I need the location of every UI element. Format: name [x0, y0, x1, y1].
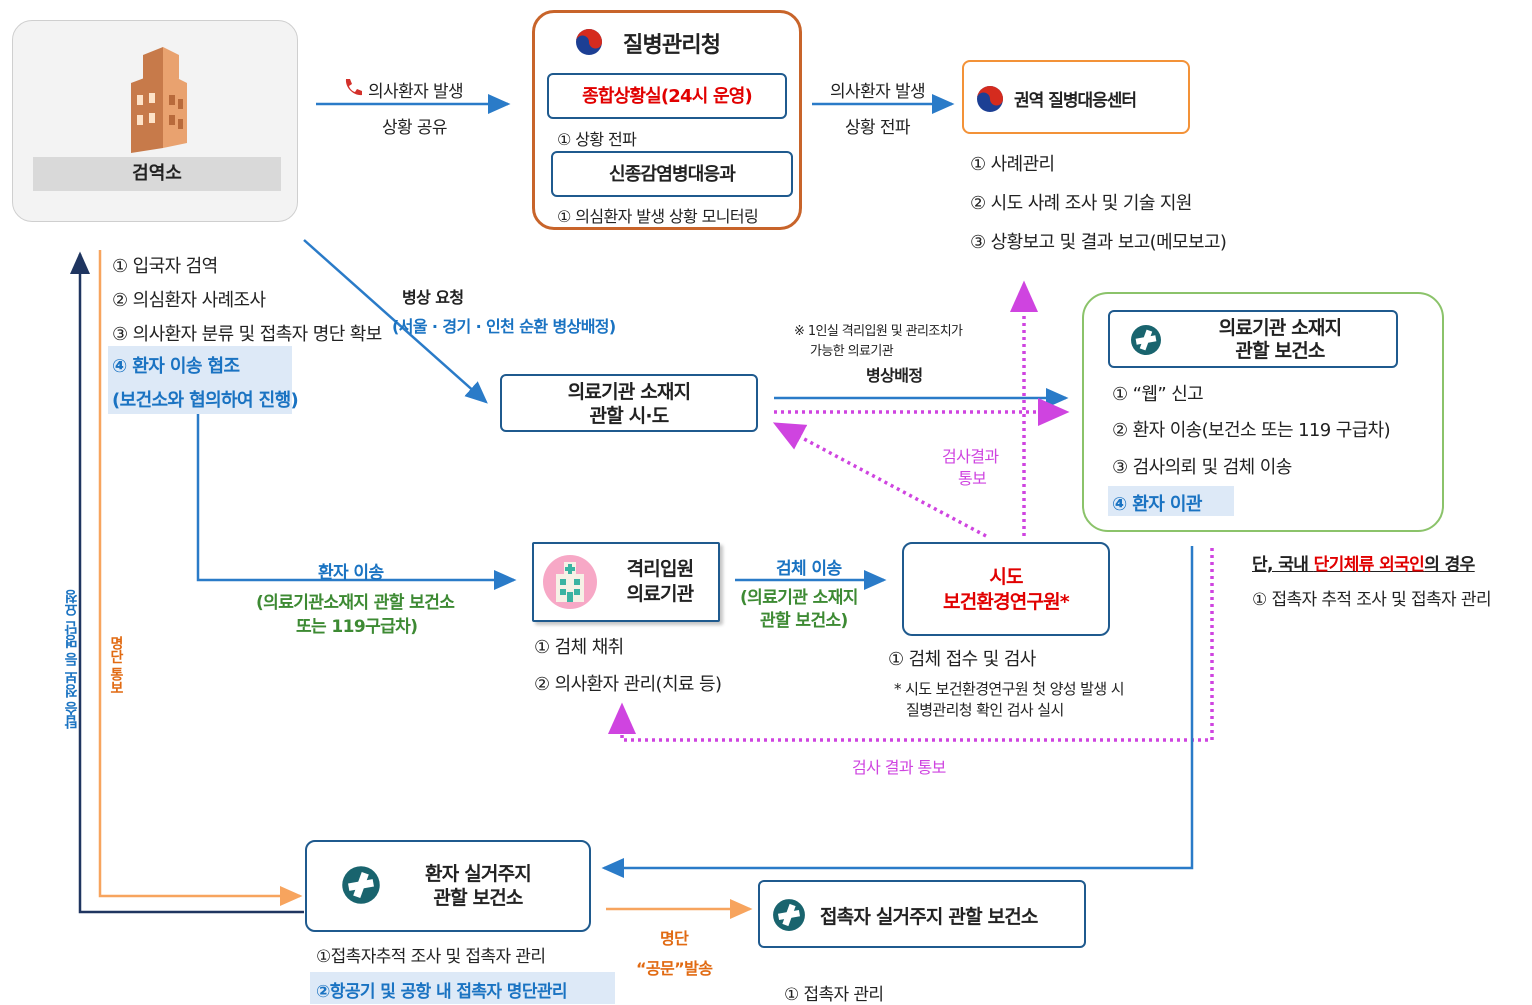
quarantine-duty-highlight: [108, 346, 292, 414]
kdca-title: 질병관리청: [623, 33, 721, 58]
edge-label-transfer-3: 또는 119구급차): [296, 617, 418, 637]
edge-label-kdca-center-1: 의사환자 발생: [830, 82, 926, 102]
edge-label-kdca-center-2: 상황 전파: [845, 118, 911, 138]
phc-hospital-area-line1: 의료기관 소재지: [1218, 317, 1342, 339]
phc-duty-2: ② 환자 이송(보건소 또는 119 구급차): [1112, 420, 1391, 441]
isolation-hospital-title: 격리입원 의료기관: [610, 557, 710, 607]
phc-duty-4: ④ 환자 이관: [1112, 494, 1202, 515]
edge-label-specimen-1: 검체 이송: [776, 559, 842, 579]
phc-patient-duty-1: ①접촉자추적 조사 및 접촉자 관리: [316, 947, 546, 967]
edge-label-list-notice: 명단 통보: [108, 636, 124, 695]
research-institute-note-2: 질병관리청 확인 검사 실시: [906, 701, 1064, 719]
phc-hospital-area-node: 의료기관 소재지 관할 보건소 ① “웹” 신고 ② 환자 이송(보건소 또는 …: [1082, 292, 1444, 532]
research-institute-line2: 보건환경연구원*: [943, 591, 1070, 613]
isolation-hospital-duty-1: ① 검체 채취: [534, 637, 624, 658]
bed-note-2: 가능한 의료기관: [810, 344, 894, 359]
phc-duty-1: ① “웹” 신고: [1112, 384, 1204, 405]
province-line2: 관할 시·도: [589, 405, 670, 427]
kdca-situation-note: ① 상황 전파: [557, 130, 637, 149]
research-institute-node: 시도 보건환경연구원*: [902, 542, 1110, 636]
phc-patient-title: 환자 실거주지 관할 보건소: [403, 862, 553, 910]
isolation-hospital-line2: 의료기관: [626, 583, 695, 605]
edge-label-bed-request-2: (서울 · 경기 · 인천 순환 병상배정): [392, 317, 616, 336]
edge-label-q-kdca-2: 상황 공유: [382, 118, 448, 138]
kdca-node: 질병관리청 종합상황실(24시 운영) ① 상황 전파 신종감염병대응과 ① 의…: [532, 10, 802, 230]
quarantine-duty-2: ② 의심환자 사례조사: [112, 290, 266, 311]
research-institute-line1: 시도: [989, 566, 1023, 588]
phc-hospital-area-title: 의료기관 소재지 관할 보건소: [1180, 317, 1380, 363]
phc-duty-3: ③ 검사의뢰 및 검체 이송: [1112, 457, 1292, 478]
foreigner-note-prefix: 단, 국내: [1252, 555, 1314, 575]
arrow-quarantine-province: [303, 239, 488, 404]
foreigner-note-suffix: 의 경우: [1424, 555, 1475, 575]
center-duty-1: ① 사례관리: [970, 154, 1055, 175]
regional-center-node: 권역 질병대응센터: [962, 60, 1190, 134]
edge-label-transfer-1: 환자 이송: [318, 563, 384, 583]
arrow-phc-patient-phc: [601, 546, 1194, 878]
hospital-icon: [542, 554, 598, 610]
kdca-covid-note: ① 의심환자 발생 상황 모니터링: [557, 207, 759, 226]
kdca-logo-icon: [972, 84, 1008, 114]
bed-note-1: ※ 1인실 격리입원 및 관리조치가: [794, 324, 963, 339]
quarantine-label: 검역소: [33, 157, 281, 191]
phc-patient-line1: 환자 실거주지: [425, 863, 532, 885]
phc-patient-node: 환자 실거주지 관할 보건소: [305, 840, 591, 932]
edge-label-q-kdca-1: 의사환자 발생: [368, 82, 464, 102]
quarantine-duty-3: ③ 의사환자 분류 및 접촉자 명단 확보: [112, 324, 382, 345]
arrow-list-notice: [98, 250, 303, 906]
phc-patient-duty-2-highlight: [310, 972, 615, 1004]
phc-contact-duty-1: ① 접촉자 관리: [784, 985, 884, 1005]
arrow-boarding-request: [70, 251, 304, 914]
phc-hospital-area-title-box: 의료기관 소재지 관할 보건소: [1108, 310, 1398, 368]
dotted-result-hospital: [608, 548, 1214, 742]
edge-label-test-result-1: 검사결과: [942, 447, 999, 466]
foreigner-note-duty: ① 접촉자 추적 조사 및 접촉자 관리: [1252, 590, 1492, 610]
edge-label-test-result-2: 통보: [958, 469, 987, 488]
kdca-situation-room: 종합상황실(24시 운영): [547, 73, 787, 119]
province-line1: 의료기관 소재지: [567, 381, 691, 403]
health-center-logo-icon: [341, 864, 381, 906]
building-icon: [123, 43, 193, 153]
isolation-hospital-duty-2: ② 의사환자 관리(치료 등): [534, 674, 722, 695]
edge-label-bed-request-1: 병상 요청: [402, 288, 464, 307]
dotted-institute-province: [772, 422, 987, 538]
health-center-logo-icon: [772, 897, 806, 933]
isolation-hospital-node: 격리입원 의료기관: [532, 542, 720, 622]
isolation-hospital-line1: 격리입원: [626, 558, 695, 580]
province-node: 의료기관 소재지 관할 시·도: [500, 374, 758, 432]
edge-label-boarding-request: 탑승 정보 등 명단 요청: [64, 590, 80, 729]
edge-label-bed-assign: 병상배정: [866, 366, 923, 385]
quarantine-duty-1: ① 입국자 검역: [112, 256, 218, 277]
edge-label-list-1: 명단: [660, 929, 689, 948]
health-center-logo-icon: [1130, 324, 1162, 356]
phc-hospital-area-line2: 관할 보건소: [1235, 340, 1325, 362]
research-institute-duty-1: ① 검체 접수 및 검사: [888, 649, 1036, 670]
regional-center-title: 권역 질병대응센터: [1014, 91, 1137, 111]
phone-icon: [342, 77, 364, 97]
center-duty-3: ③ 상황보고 및 결과 보고(메모보고): [970, 232, 1227, 253]
edge-label-transfer-2: (의료기관소재지 관할 보건소: [256, 593, 455, 613]
kdca-logo-icon: [571, 27, 607, 57]
phc-patient-duty-2: ②항공기 및 공항 내 접촉자 명단관리: [316, 982, 568, 1002]
phc-duty-4-highlight: [1108, 486, 1234, 516]
research-institute-note-1: * 시도 보건환경연구원 첫 양성 발생 시: [894, 680, 1125, 698]
edge-label-list-2: “공문”발송: [636, 959, 713, 978]
edge-label-specimen-2: (의료기관 소재지: [740, 588, 858, 608]
phc-contact-node: 접촉자 실거주지 관할 보건소: [758, 880, 1086, 948]
phc-contact-label: 접촉자 실거주지 관할 보건소: [820, 906, 1038, 928]
center-duty-2: ② 시도 사례 조사 및 기술 지원: [970, 193, 1192, 214]
phc-patient-line2: 관할 보건소: [433, 887, 523, 909]
kdca-covid-team: 신종감염병대응과: [551, 151, 793, 197]
edge-label-specimen-3: 관할 보건소): [760, 611, 848, 631]
edge-label-result-notice: 검사 결과 통보: [852, 758, 946, 777]
quarantine-duty-4: ④ 환자 이송 협조: [112, 356, 240, 377]
quarantine-node: 검역소: [12, 20, 298, 222]
foreigner-note: 단, 국내 단기체류 외국인의 경우: [1252, 550, 1475, 575]
foreigner-note-highlight: 단기체류 외국인: [1313, 555, 1425, 575]
quarantine-duty-4-sub: (보건소와 협의하여 진행): [112, 390, 299, 411]
arrow-quarantine-hospital: [196, 408, 517, 590]
